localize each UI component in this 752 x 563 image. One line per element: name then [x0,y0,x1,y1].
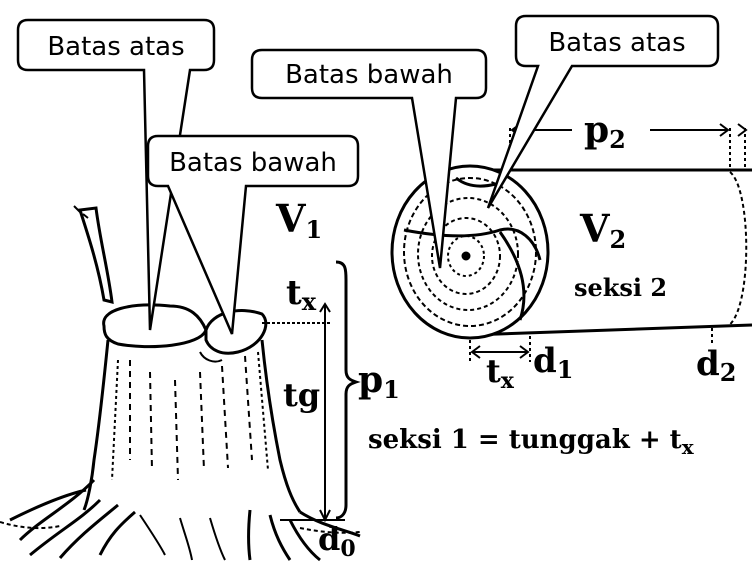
label-p2: p2 [584,109,626,154]
label-seksi2: seksi 2 [574,273,667,302]
tree-stump [0,205,361,562]
callout-stump-lower: Batas bawah [146,134,360,335]
callout-stump-lower-text: Batas bawah [169,148,337,178]
stump-dimensions [262,260,361,523]
label-d1: d1 [533,341,573,384]
callout-log-upper: Batas atas [486,14,720,209]
label-d2: d2 [696,344,736,387]
label-tg: tg [283,376,320,414]
label-tx-stump: tx [286,273,317,316]
label-p1: p1 [358,359,400,404]
label-v1: V1 [275,196,322,244]
label-seksi1: seksi 1 = tunggak + tx [368,425,695,459]
callout-stump-upper-text: Batas atas [47,32,184,62]
label-tx-log: tx [486,352,515,394]
callout-log-upper-text: Batas atas [548,28,685,58]
label-d0: d0 [318,520,356,562]
label-v2: V2 [579,206,626,254]
callout-stump-upper: Batas atas [16,18,216,331]
callout-log-lower: Batas bawah [250,48,488,269]
callout-log-lower-text: Batas bawah [285,60,453,90]
